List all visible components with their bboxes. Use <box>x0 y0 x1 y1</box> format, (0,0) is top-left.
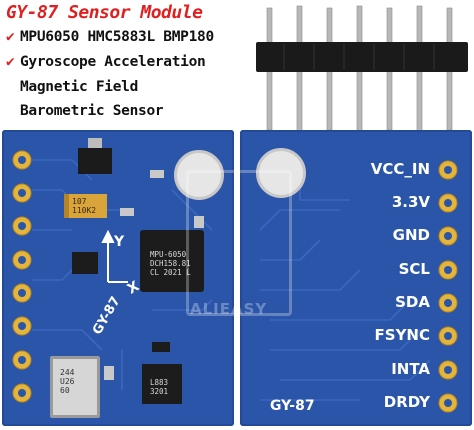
sensors-text: Gyroscope Acceleration <box>20 54 206 70</box>
hmc-marking: L883 3201 <box>150 378 169 396</box>
feature-line-magnetic: Magnetic Field <box>20 79 139 95</box>
pin-label-sda: SDA <box>395 293 430 311</box>
axis-arrows-icon <box>101 230 128 283</box>
back-mount-hole <box>256 148 306 198</box>
bmp180-chip <box>50 356 100 418</box>
product-title: GY-87 Sensor Module <box>6 2 203 23</box>
back-board-label: GY-87 <box>270 398 315 414</box>
feature-line-barometric: Barometric Sensor <box>20 103 164 119</box>
pcb-back: GY-87 <box>240 130 472 426</box>
regulator-chip <box>78 148 112 174</box>
pin-label-gnd: GND <box>392 226 430 244</box>
pin-label-drdy: DRDY <box>383 393 430 411</box>
mount-hole <box>174 150 224 200</box>
pin-label-scl: SCL <box>398 260 430 278</box>
pin-label-vcc-in: VCC_IN <box>370 160 430 178</box>
mpu-marking: MPU-6050 DCH158.81 CL 2021 L <box>150 250 191 277</box>
pin-label-fsync: FSYNC <box>374 326 430 344</box>
mpu6050-chip <box>140 230 204 292</box>
pcb-back-traces <box>259 170 431 401</box>
feature-line-sensors: ✔ Gyroscope Acceleration <box>6 54 206 70</box>
watermark-logo <box>186 170 292 316</box>
bmp-marking: 244 U26 60 <box>60 368 75 395</box>
pin-label-3v3: 3.3V <box>391 193 430 211</box>
check-icon: ✔ <box>6 54 15 70</box>
pin-label-inta: INTA <box>391 360 430 378</box>
chips-text: MPU6050 HMC5883L BMP180 <box>20 29 214 45</box>
feature-line-chips: ✔ MPU6050 HMC5883L BMP180 <box>6 29 214 45</box>
axis-y-label: Y <box>114 234 125 250</box>
tantalum-capacitor <box>64 194 107 218</box>
pcb-front: 107 110K2 MPU-6050 DCH158.81 CL 2021 L Y… <box>2 130 234 426</box>
front-pads-icon <box>12 150 32 403</box>
pin-header-icon <box>256 5 468 133</box>
check-icon: ✔ <box>6 29 15 45</box>
watermark-text: ALIEASY <box>190 300 268 318</box>
hmc5883l-chip <box>142 364 182 404</box>
capacitor-marking: 107 110K2 <box>72 197 97 215</box>
back-pads-icon <box>438 160 458 413</box>
sot-chip <box>72 252 98 274</box>
